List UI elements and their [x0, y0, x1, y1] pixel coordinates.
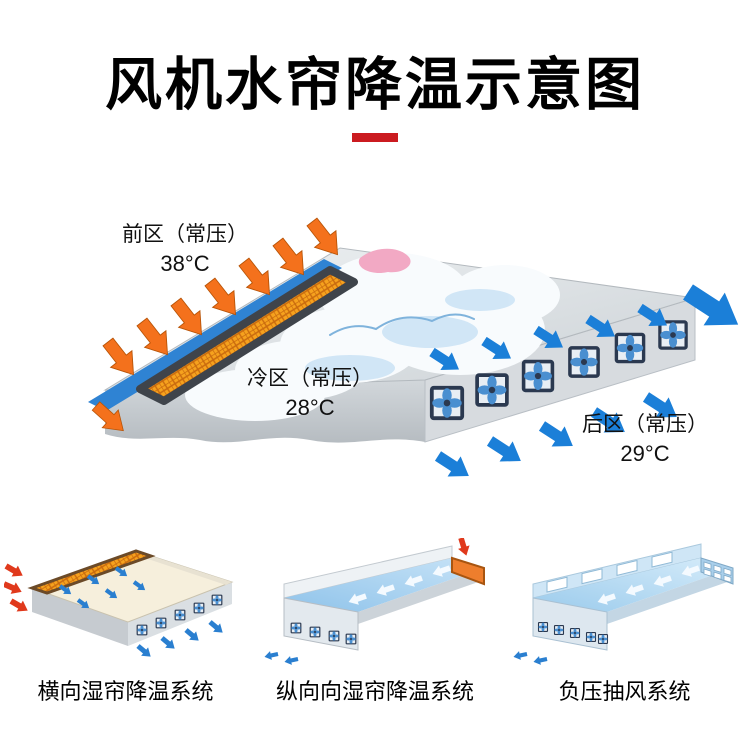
- zone-label-cold: 冷区（常压） 28°C: [225, 364, 395, 424]
- cooling-building-illustration: [87, 213, 749, 487]
- exhaust-fan-icon: [597, 633, 609, 645]
- system-caption-negative-pressure: 负压抽风系统: [558, 679, 691, 704]
- wet-curtain-pad: [136, 266, 358, 405]
- cool-air-arrow-icon: [182, 625, 203, 645]
- mini2-back-wall: [283, 545, 452, 599]
- exhaust-fan-icon: [290, 622, 301, 634]
- title-accent-bar: [352, 132, 398, 142]
- hot-air-arrow-icon: [4, 578, 25, 598]
- mini2-fan-wall: [283, 597, 358, 651]
- horizontal-pad-illustration: [4, 549, 234, 661]
- zone-name: 冷区（常压）: [247, 367, 373, 390]
- zone-temperature: 29°C: [620, 441, 670, 467]
- systems-row: 横向湿帘降温系统: [0, 538, 750, 706]
- cool-air-arrow-icon: [483, 430, 528, 472]
- exhaust-fan-icon: [569, 627, 581, 639]
- exhaust-fan-icon: [345, 633, 356, 645]
- mini3-front-wall: [607, 568, 733, 624]
- cool-air-arrow-icon: [134, 641, 155, 661]
- mini1-far-rim: [136, 551, 232, 585]
- mini1-left-wall: [32, 588, 128, 646]
- cool-air-arrow-icon: [532, 654, 548, 666]
- cool-air-arrow-icon: [283, 654, 299, 666]
- hot-air-arrow-icon: [454, 538, 472, 558]
- zone-name: 后区（常压）: [582, 413, 708, 436]
- system-caption-horizontal: 横向湿帘降温系统: [37, 679, 214, 704]
- zone-label-front: 前区（常压） 38°C: [95, 220, 275, 280]
- mini3-end-windows: [703, 561, 732, 583]
- cool-air-wisps: [305, 289, 515, 381]
- cool-air-arrow-icon: [431, 445, 476, 487]
- zone-temperature: 38°C: [160, 251, 210, 277]
- mini2-floor: [283, 558, 484, 612]
- negative-pressure-illustration: [512, 543, 734, 666]
- exhaust-fan-icon: [193, 602, 205, 614]
- exhaust-fan-icon: [155, 617, 167, 629]
- mini3-floor: [533, 558, 733, 612]
- exhaust-fan-icon: [658, 320, 688, 350]
- insulation-layer: [358, 248, 411, 274]
- exhaust-fan-icon: [328, 630, 339, 642]
- system-longitudinal-pad: 纵向向湿帘降温系统: [254, 538, 497, 706]
- exhaust-fan-icon: [211, 594, 223, 606]
- page-title: 风机水帘降温示意图: [105, 53, 645, 117]
- system-negative-pressure: 负压抽风系统: [503, 538, 746, 706]
- system-caption-longitudinal: 纵向向湿帘降温系统: [275, 679, 474, 704]
- exhaust-fan-icon: [614, 332, 646, 364]
- cool-air-arrow-icon: [158, 633, 179, 653]
- exhaust-fan-icon: [553, 624, 565, 636]
- hot-air-arrow-icon: [7, 595, 31, 617]
- exhaust-fan-icon: [537, 621, 549, 633]
- mini2-front-wall: [357, 568, 484, 624]
- mini3-exit-arrows: [512, 649, 548, 666]
- mini2-wet-pad: [450, 556, 485, 586]
- zone-name: 前区（常压）: [122, 223, 248, 246]
- zone-temperature: 28°C: [285, 395, 335, 421]
- main-diagram: 前区（常压） 38°C 冷区（常压） 28°C 后区（常压） 29°C: [0, 180, 750, 510]
- exhaust-fan-icon: [475, 373, 509, 407]
- roof-eave-strip: [88, 259, 342, 411]
- header: 风机水帘降温示意图: [0, 0, 750, 142]
- exhaust-fan-icon: [429, 385, 465, 421]
- cool-air-arrow-icon: [263, 649, 279, 662]
- exhaust-fan-icon: [136, 624, 148, 636]
- exhaust-fan-icon: [568, 346, 600, 378]
- exhaust-fan-icon: [174, 609, 186, 621]
- mini1-wet-pad: [27, 549, 156, 595]
- cool-air-streak: [329, 313, 475, 336]
- mini1-hot-arrows: [4, 560, 31, 617]
- cool-air-arrow-icon: [206, 617, 227, 637]
- hot-air-arrow-icon: [4, 560, 26, 582]
- zone-label-rear: 后区（常压） 29°C: [555, 410, 735, 470]
- longitudinal-pad-illustration: [263, 538, 485, 666]
- mini2-exit-arrows: [263, 649, 299, 666]
- cool-air-arrow-icon: [512, 649, 528, 662]
- exhaust-fan-icon: [309, 626, 320, 638]
- exhaust-fan-icon: [521, 359, 555, 393]
- mini3-side-windows: [546, 551, 673, 593]
- exhaust-fan-icon: [585, 631, 597, 643]
- system-horizontal-pad: 横向湿帘降温系统: [4, 538, 247, 706]
